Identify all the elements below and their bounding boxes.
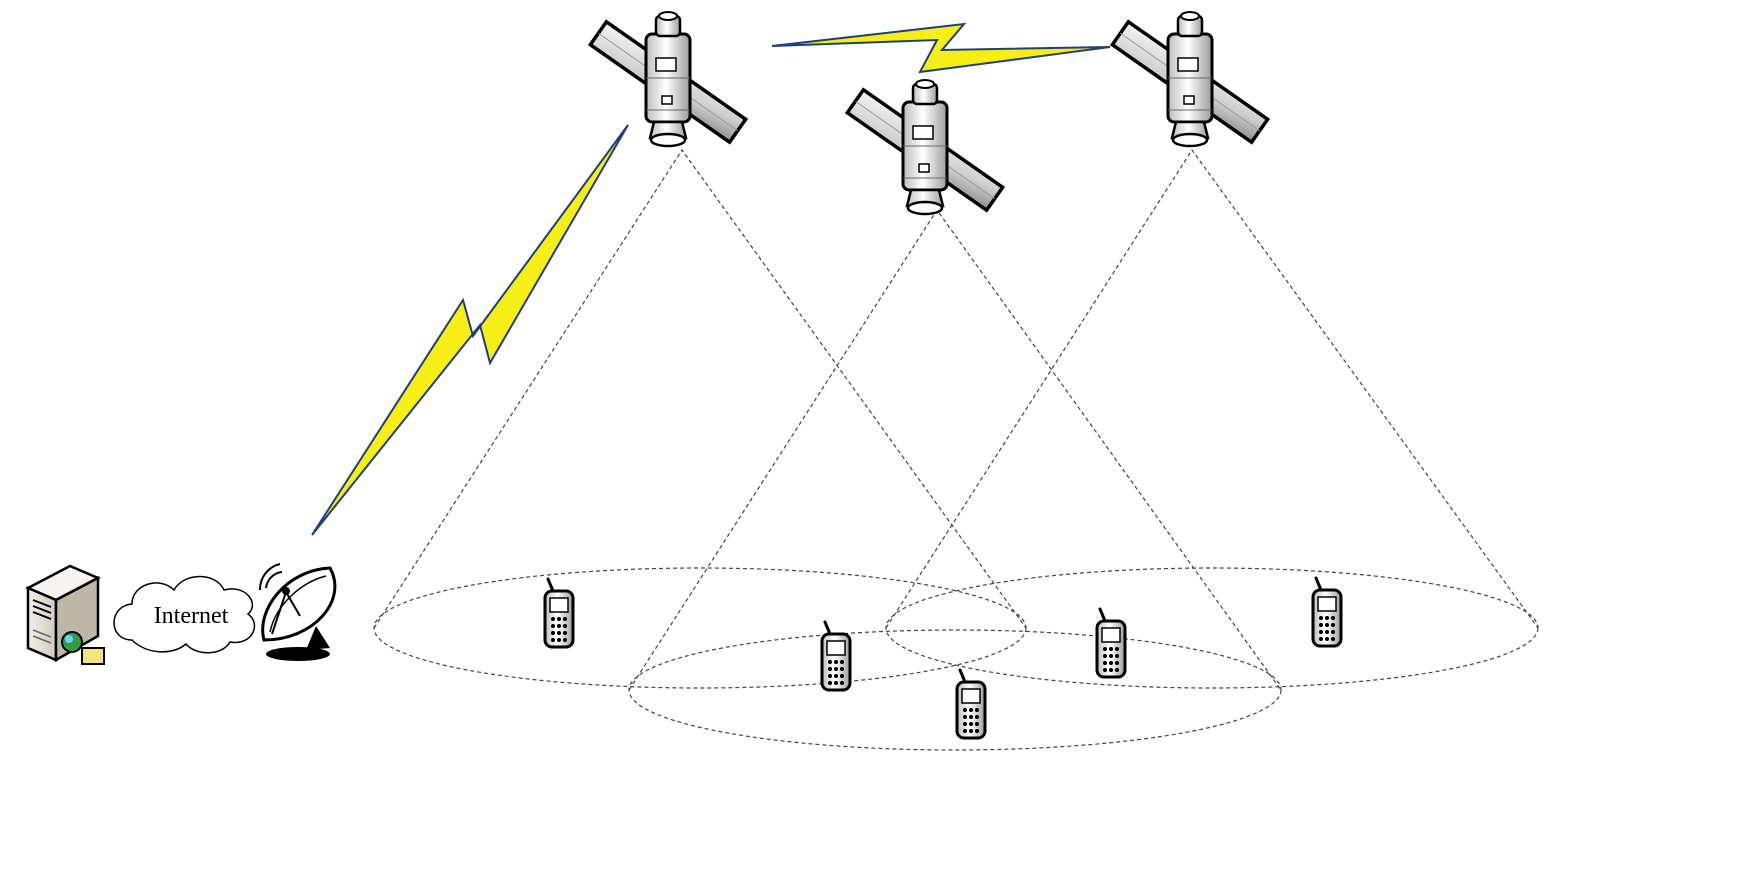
- internet-label: Internet: [154, 603, 229, 629]
- mobile-phone-icon: [955, 668, 987, 740]
- inter-satellite-link: [771, 22, 1111, 74]
- server-icon: [25, 564, 105, 665]
- coverage-cone-middle: [628, 208, 1282, 691]
- internet-cloud-icon: [113, 575, 256, 654]
- coverage-cone-right: [885, 148, 1539, 629]
- mobile-phone-icon: [543, 577, 575, 649]
- mobile-phone-icon: [1311, 576, 1343, 648]
- satellite-icon: [845, 78, 1005, 216]
- satellite-icon: [1110, 10, 1270, 148]
- ground-satellite-link: [311, 124, 629, 536]
- satellite-icon: [588, 10, 748, 148]
- satellite-dish-icon: [258, 563, 337, 661]
- mobile-phone-icon: [820, 620, 852, 692]
- mobile-phone-icon: [1095, 607, 1127, 679]
- coverage-footprint-left: [373, 567, 1027, 689]
- coverage-cone-left: [373, 148, 1027, 629]
- coverage-footprint-right: [885, 567, 1539, 689]
- coverage-footprint-middle: [628, 629, 1282, 751]
